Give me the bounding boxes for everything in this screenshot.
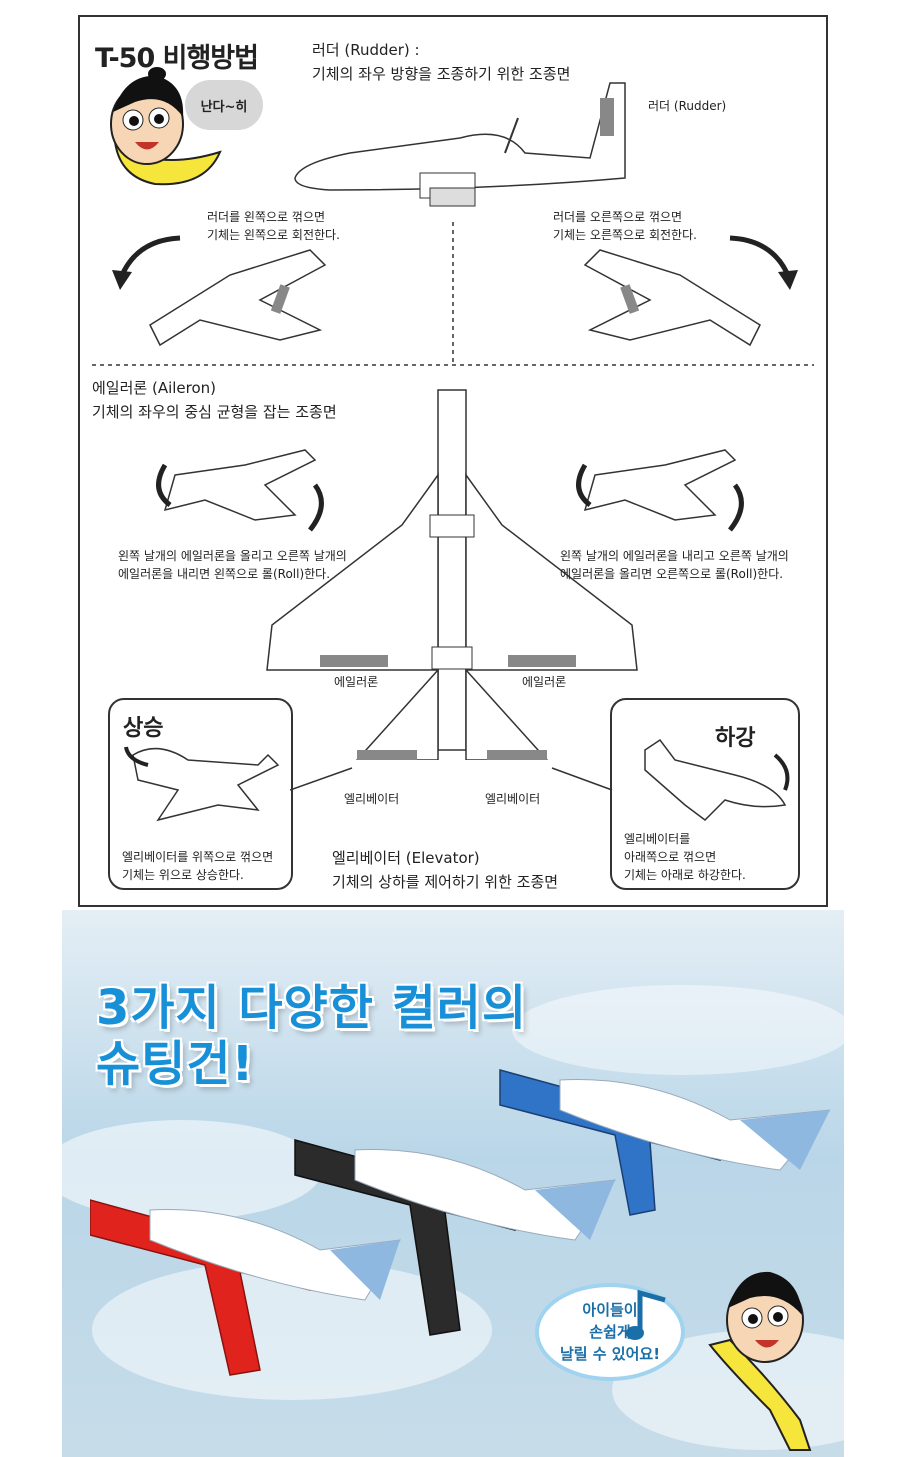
aileron-heading-line2: 기체의 좌우의 중심 균형을 잡는 조종면 xyxy=(92,403,337,421)
speech-line3: 날릴 수 있어요! xyxy=(559,1345,661,1363)
elevator-up-pointer-line xyxy=(290,767,353,791)
aileron-left-roll-diagram xyxy=(156,449,324,532)
elevator-down-line1: 엘리베이터를 xyxy=(624,832,691,846)
rudder-left-line2: 기체는 왼쪽으로 회전한다. xyxy=(207,228,340,242)
aileron-right-line1: 왼쪽 날개의 에일러론을 내리고 오른쪽 날개의 xyxy=(560,549,789,563)
jet-side-view-diagram xyxy=(294,82,626,207)
divider-horizontal xyxy=(92,364,814,366)
jet-top-view-diagram xyxy=(266,389,638,760)
music-note-icon xyxy=(626,1289,666,1340)
manual-title: T-50 비행방법 xyxy=(95,43,259,74)
aileron-part-label-left: 에일러론 xyxy=(334,675,379,689)
mascot-flying-illustration xyxy=(708,1271,812,1451)
elevator-part-label-right: 엘리베이터 xyxy=(485,792,541,806)
promo-headline-line1: 3가지 다양한 컬러의 xyxy=(96,980,528,1036)
rudder-right-line2: 기체는 오른쪽으로 회전한다. xyxy=(553,228,697,242)
divider-vertical xyxy=(452,222,454,362)
shooting-guns-illustration xyxy=(90,1069,830,1376)
elevator-part-label-left: 엘리베이터 xyxy=(344,792,400,806)
speech-line2: 손쉽게 xyxy=(589,1323,631,1341)
aileron-left-line2: 에일러론을 내리면 왼쪽으로 롤(Roll)한다. xyxy=(118,567,331,581)
rudder-heading-line2: 기체의 좌우 방향을 조종하기 위한 조종면 xyxy=(312,65,571,83)
aileron-heading-line1: 에일러론 (Aileron) xyxy=(92,379,217,397)
aileron-part-label-right: 에일러론 xyxy=(522,675,567,689)
elevator-down-diagram xyxy=(644,738,790,821)
promo-speech-bubble: 아이들이 손쉽게 날릴 수 있어요! xyxy=(535,1283,685,1381)
mascot-illustration xyxy=(110,67,222,186)
rudder-heading-line1: 러더 (Rudder) : xyxy=(312,41,420,59)
rudder-part-label: 러더 (Rudder) xyxy=(648,99,727,113)
rudder-right-turn-diagram xyxy=(583,235,798,347)
elevator-down-title: 하강 xyxy=(715,726,756,751)
red-shooting-gun xyxy=(90,1199,401,1376)
mascot-speech-bubble: 난다~히 xyxy=(185,80,263,130)
aileron-right-roll-diagram xyxy=(576,449,744,532)
promo-headline-line2: 슈팅건! xyxy=(96,1036,255,1092)
elevator-heading-line1: 엘리베이터 (Elevator) xyxy=(332,849,480,867)
elevator-down-line3: 기체는 아래로 하강한다. xyxy=(624,868,746,882)
aileron-left-line1: 왼쪽 날개의 에일러론을 올리고 오른쪽 날개의 xyxy=(118,549,347,563)
elevator-up-line2: 기체는 위으로 상승한다. xyxy=(122,868,244,882)
aileron-right-line2: 에일러론을 올리면 오른쪽으로 롤(Roll)한다. xyxy=(560,567,784,581)
speech-line1: 아이들이 xyxy=(582,1301,638,1319)
rudder-right-line1: 러더를 오른쪽으로 꺾으면 xyxy=(553,210,683,224)
elevator-heading-line2: 기체의 상하를 제어하기 위한 조종면 xyxy=(332,873,559,891)
elevator-up-diagram xyxy=(124,746,280,822)
elevator-down-line2: 아래쪽으로 꺾으면 xyxy=(624,850,717,864)
rudder-left-line1: 러더를 왼쪽으로 꺾으면 xyxy=(207,210,326,224)
black-shooting-gun xyxy=(294,1139,617,1336)
blue-shooting-gun xyxy=(499,1069,830,1216)
rudder-left-turn-diagram xyxy=(112,235,327,347)
elevator-up-line1: 엘리베이터를 위쪽으로 꺾으면 xyxy=(122,850,274,864)
elevator-down-pointer-line xyxy=(551,767,613,791)
elevator-up-title: 상승 xyxy=(123,716,164,741)
